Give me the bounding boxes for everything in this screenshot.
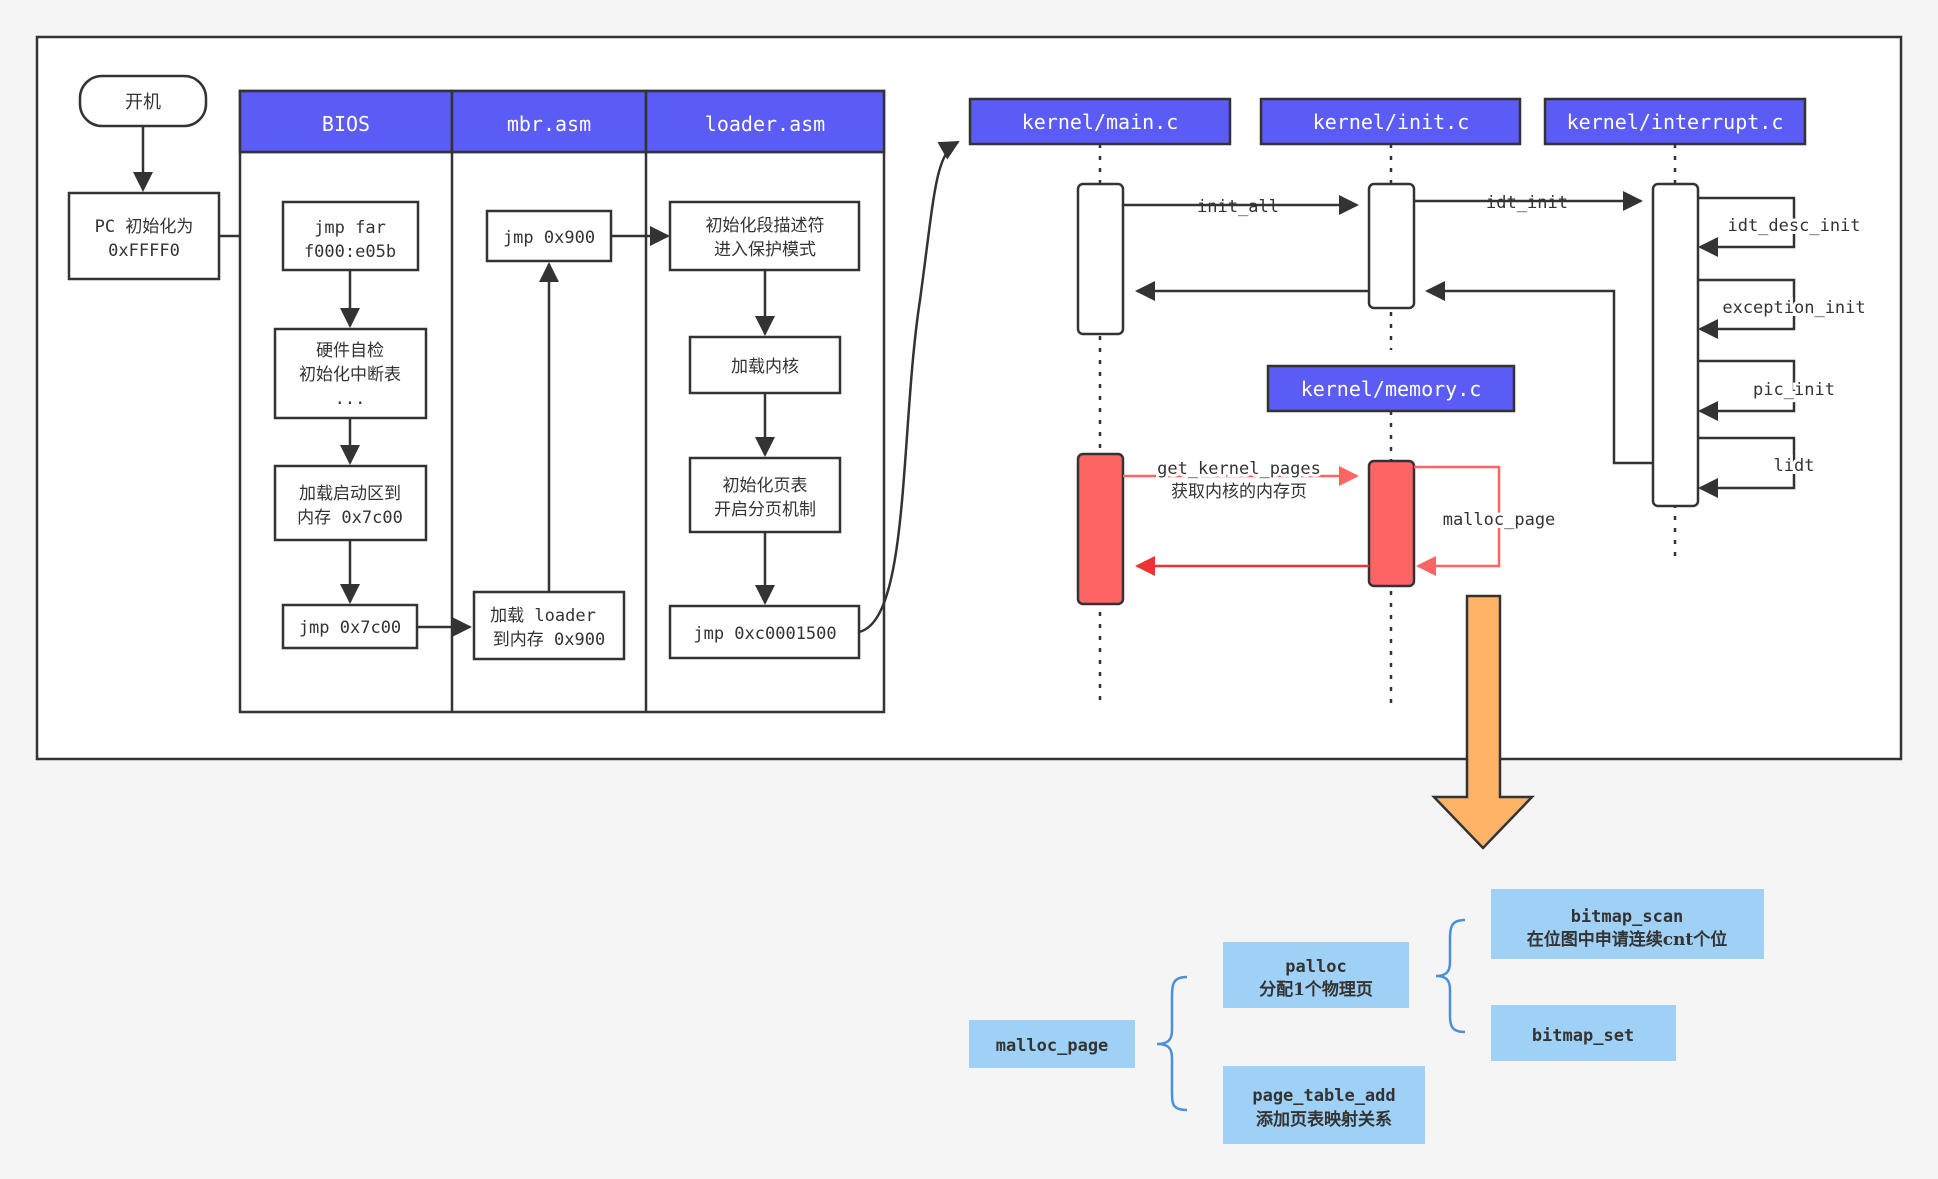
header-kernel-init bbox=[1259, 97, 1522, 146]
bios-load-boot bbox=[273, 464, 428, 542]
loader-init-paging-line1: 初始化页表 bbox=[723, 476, 808, 496]
msg-lidt: lidt bbox=[1774, 456, 1815, 476]
pc-init-line2: 0xFFFF0 bbox=[108, 241, 180, 261]
mindmap-root bbox=[969, 1020, 1135, 1068]
loader-load-kernel-label: 加载内核 bbox=[731, 357, 799, 377]
brace-palloc bbox=[1435, 918, 1466, 1034]
msg-get-kernel-pages: get_kernel_pages bbox=[1157, 459, 1321, 479]
brace-root bbox=[1156, 975, 1188, 1112]
bios-jmp-7c00-label: jmp 0x7c00 bbox=[299, 618, 401, 638]
mindmap-palloc-line1: palloc bbox=[1285, 957, 1346, 977]
mindmap-bitmap-scan-line2: 在位图中申请连续cnt个位 bbox=[1527, 929, 1728, 950]
bios-jmp-far bbox=[281, 200, 420, 272]
mindmap-page-table-add-line2: 添加页表映射关系 bbox=[1256, 1109, 1392, 1130]
expand-arrow bbox=[1431, 594, 1535, 850]
loader-init-paging bbox=[688, 456, 842, 534]
bios-load-boot-line2: 内存 0x7c00 bbox=[297, 508, 403, 528]
jump-to-kernel-curve bbox=[858, 140, 960, 634]
mbr-load-loader-line1: 加载 loader bbox=[490, 606, 596, 626]
bios-jmp-far-line1: jmp far bbox=[314, 218, 386, 238]
msg-get-kernel-pages-desc: 获取内核的内存页 bbox=[1171, 482, 1307, 502]
msg-malloc-page: malloc_page bbox=[1443, 510, 1556, 530]
activation-main bbox=[1076, 182, 1125, 336]
mindmap-palloc bbox=[1223, 942, 1409, 1008]
bios-self-check bbox=[273, 327, 428, 420]
mindmap-bitmap-scan-line1: bitmap_scan bbox=[1571, 907, 1684, 927]
mindmap-palloc-line2: 分配1个物理页 bbox=[1259, 979, 1373, 1000]
msg-init-all: init_all bbox=[1197, 197, 1279, 217]
activation-memory-red bbox=[1367, 459, 1416, 588]
activation-interrupt bbox=[1651, 182, 1700, 508]
msg-idt-desc-init: idt_desc_init bbox=[1727, 216, 1860, 236]
start-label: 开机 bbox=[125, 92, 161, 113]
mindmap-bitmap-set-label: bitmap_set bbox=[1532, 1026, 1634, 1046]
loader-init-gdt-line2: 进入保护模式 bbox=[714, 240, 816, 260]
mbr-jmp-900 bbox=[485, 209, 613, 263]
bios-self-check-line1: 硬件自检 bbox=[316, 341, 384, 361]
header-kernel-main-label: kernel/main.c bbox=[1022, 110, 1179, 134]
mindmap-bitmap-set bbox=[1491, 1005, 1676, 1061]
header-kernel-interrupt-label: kernel/interrupt.c bbox=[1567, 110, 1784, 134]
bios-self-check-line2: 初始化中断表 bbox=[299, 365, 401, 385]
activation-main-red bbox=[1076, 452, 1125, 606]
pc-init-box bbox=[67, 191, 221, 281]
header-kernel-interrupt bbox=[1543, 97, 1807, 146]
bios-load-boot-line1: 加载启动区到 bbox=[299, 484, 401, 504]
msg-pic-init: pic_init bbox=[1753, 380, 1835, 400]
lane-title-loader: loader.asm bbox=[705, 112, 825, 136]
lane-header-loader bbox=[644, 89, 886, 154]
header-kernel-init-label: kernel/init.c bbox=[1313, 110, 1470, 134]
bios-self-check-line3: ... bbox=[335, 389, 366, 409]
lane-title-bios: BIOS bbox=[322, 112, 370, 136]
mbr-load-loader bbox=[472, 590, 626, 661]
loader-jmp-kernel bbox=[668, 604, 861, 660]
mindmap-bitmap-scan bbox=[1491, 889, 1764, 959]
mindmap-root-label: malloc_page bbox=[996, 1036, 1109, 1056]
mbr-jmp-900-label: jmp 0x900 bbox=[503, 228, 595, 248]
header-kernel-memory-label: kernel/memory.c bbox=[1301, 377, 1482, 401]
activation-init bbox=[1367, 182, 1416, 310]
mbr-load-loader-line2: 到内存 0x900 bbox=[493, 630, 605, 650]
lane-title-mbr: mbr.asm bbox=[507, 112, 591, 136]
header-kernel-main bbox=[968, 97, 1232, 146]
msg-exception-init: exception_init bbox=[1722, 298, 1865, 318]
pc-init-line1: PC 初始化为 bbox=[95, 217, 194, 237]
msg-idt-init: idt_init bbox=[1486, 193, 1568, 213]
loader-init-paging-line2: 开启分页机制 bbox=[714, 500, 816, 520]
bios-jmp-far-line2: f000:e05b bbox=[304, 242, 396, 262]
loader-init-gdt-line1: 初始化段描述符 bbox=[706, 216, 825, 236]
mindmap-page-table-add-line1: page_table_add bbox=[1252, 1086, 1395, 1106]
mindmap-page-table-add bbox=[1223, 1066, 1425, 1144]
loader-jmp-kernel-label: jmp 0xc0001500 bbox=[693, 624, 836, 644]
loader-load-kernel bbox=[688, 335, 842, 395]
